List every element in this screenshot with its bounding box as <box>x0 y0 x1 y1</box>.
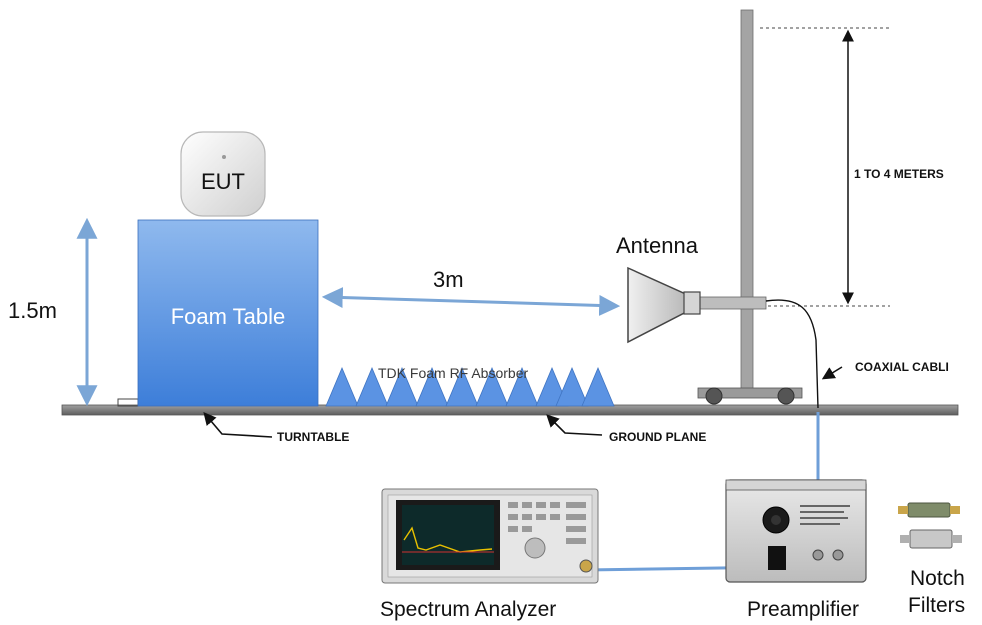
spectrum-analyzer-label: Spectrum Analyzer <box>380 598 556 621</box>
spectrum-analyzer <box>381 488 599 584</box>
preamplifier-label: Preamplifier <box>747 598 859 621</box>
height-label: 1.5m <box>8 298 57 323</box>
ground-plane <box>61 404 959 416</box>
turntable-label: TURNTABLE <box>277 430 349 444</box>
notch-filters <box>898 502 962 549</box>
antenna-mast <box>697 9 803 405</box>
turntable-pointer <box>203 412 273 438</box>
notch-filters-label-line2: Filters <box>908 594 965 617</box>
foam-table-label: Foam Table <box>171 304 286 329</box>
range-label: 1 TO 4 METERS <box>854 167 944 181</box>
coaxial-cable-line <box>765 299 819 409</box>
preamplifier <box>725 479 867 583</box>
distance-arrow <box>321 287 621 316</box>
rf-absorber <box>325 366 615 407</box>
ground-plane-label: GROUND PLANE <box>609 430 706 444</box>
distance-label: 3m <box>433 267 464 292</box>
notch-filters-label-line1: Notch <box>910 567 965 590</box>
foam-table <box>137 219 319 407</box>
absorber-label: TDK Foam RF Absorber <box>378 365 528 381</box>
antenna-label: Antenna <box>616 233 699 258</box>
ground-plane-pointer <box>546 414 603 436</box>
horn-antenna <box>627 266 701 344</box>
coax-pointer <box>821 366 843 380</box>
eut-label: EUT <box>201 169 245 194</box>
eut-device: EUT <box>180 131 266 217</box>
coaxial-cable-label: COAXIAL CABLI <box>855 360 949 374</box>
